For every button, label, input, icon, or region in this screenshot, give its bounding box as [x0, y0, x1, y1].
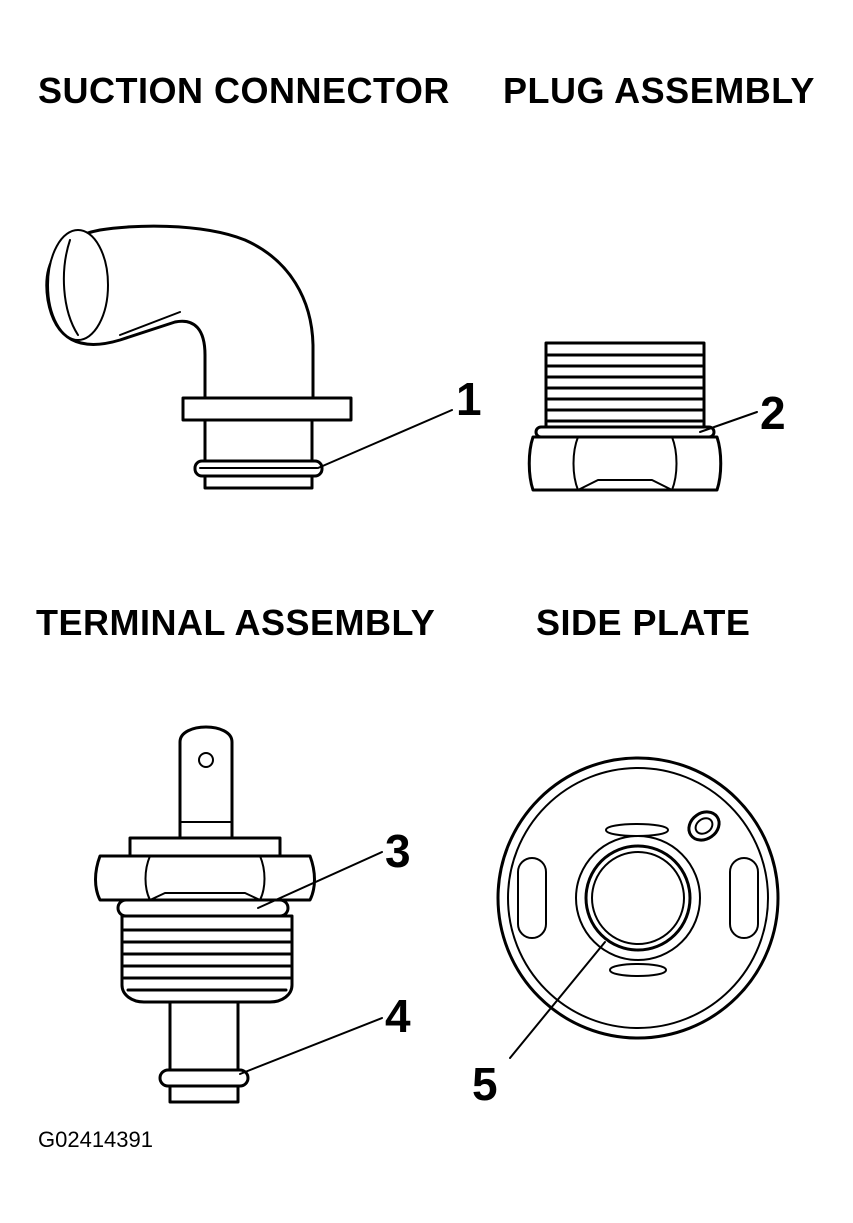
- title-terminal-assembly: TERMINAL ASSEMBLY: [36, 602, 436, 643]
- suction-connector-drawing: [45, 224, 453, 490]
- figure-id: G02414391: [38, 1127, 153, 1152]
- callout-4: 4: [385, 990, 411, 1042]
- side-plate-drawing: [496, 756, 780, 1059]
- terminal-assembly-drawing: [94, 725, 383, 1104]
- callout-1: 1: [456, 373, 482, 425]
- callout-5: 5: [472, 1058, 498, 1110]
- callout-2: 2: [760, 387, 786, 439]
- plug-assembly-drawing: [527, 341, 758, 492]
- title-plug-assembly: PLUG ASSEMBLY: [503, 70, 815, 111]
- title-suction-connector: SUCTION CONNECTOR: [38, 70, 450, 111]
- callout-3: 3: [385, 825, 411, 877]
- title-side-plate: SIDE PLATE: [536, 602, 751, 643]
